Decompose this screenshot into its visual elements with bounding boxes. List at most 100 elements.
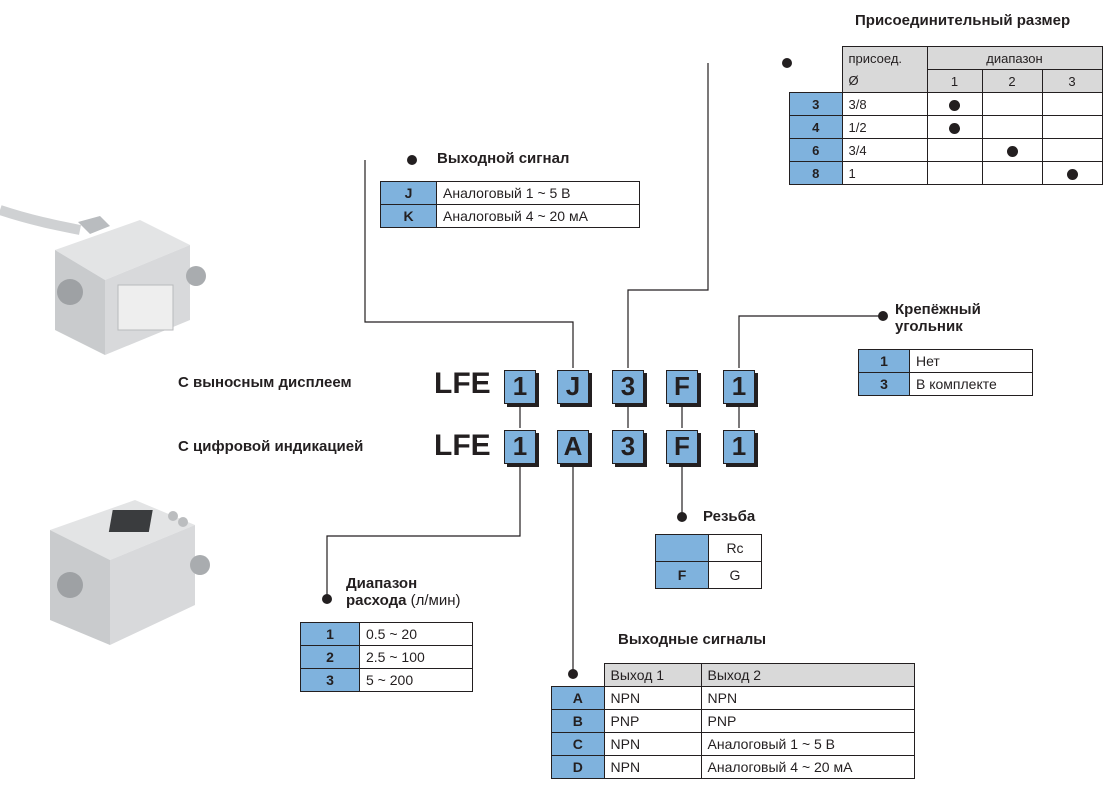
mark-cell xyxy=(1041,138,1103,162)
table-row: B PNP PNP xyxy=(551,709,915,733)
mark-cell xyxy=(981,92,1043,116)
mark-cell xyxy=(981,138,1043,162)
option-code xyxy=(655,534,709,562)
option-code: J xyxy=(380,181,437,205)
option-code: 8 xyxy=(789,161,843,185)
table-row: 4 1/2 xyxy=(789,115,1103,139)
mark-cell xyxy=(1041,115,1103,139)
mark-dot xyxy=(949,122,960,134)
digital-code-output: A xyxy=(557,430,589,464)
mark-cell xyxy=(1041,161,1103,185)
remote-code-range: 1 xyxy=(504,370,536,404)
option-code: 1 xyxy=(858,349,910,373)
option-code: 4 xyxy=(789,115,843,139)
output-signals-table: Выход 1 Выход 2 A NPN NPN B PNP PNP C NP… xyxy=(551,663,915,779)
table-row: Rc xyxy=(655,534,762,562)
digital-model-prefix: LFE xyxy=(434,429,491,462)
connection-size-bullet xyxy=(782,58,792,68)
connection-size-title: Присоединительный размер xyxy=(855,12,1071,29)
mark-cell xyxy=(981,115,1043,139)
remote-code-output: J xyxy=(557,370,589,404)
output-2-cell: Аналоговый 1 ~ 5 В xyxy=(700,732,915,756)
thread-bullet xyxy=(677,512,687,522)
header-range: диапазон xyxy=(926,46,1103,70)
option-text: 0.5 ~ 20 xyxy=(359,622,473,646)
output-2-cell: NPN xyxy=(700,686,915,710)
digital-code-size: 3 xyxy=(612,430,644,464)
table-row: J Аналоговый 1 ~ 5 В xyxy=(380,181,640,205)
table-row: 2 2.5 ~ 100 xyxy=(300,645,473,669)
table-row: 1 Нет xyxy=(858,349,1033,373)
range-col: 2 xyxy=(981,69,1043,93)
output-1-cell: NPN xyxy=(603,686,702,710)
option-text: Нет xyxy=(909,349,1033,373)
option-code: C xyxy=(551,732,605,756)
remote-display-label: С выносным дисплеем xyxy=(178,374,352,391)
remote-code-size: 3 xyxy=(612,370,644,404)
option-code: F xyxy=(655,561,709,589)
output-1-cell: PNP xyxy=(603,709,702,733)
output-signal-table: J Аналоговый 1 ~ 5 В K Аналоговый 4 ~ 20… xyxy=(380,181,640,228)
flow-range-title: Диапазон расхода (л/мин) xyxy=(346,575,461,609)
option-text: G xyxy=(708,561,762,589)
table-row: C NPN Аналоговый 1 ~ 5 В xyxy=(551,732,915,756)
option-text: В комплекте xyxy=(909,372,1033,396)
thread-table: Rc F G xyxy=(655,534,762,589)
mark-dot xyxy=(1006,145,1018,157)
output-1-cell: NPN xyxy=(603,732,702,756)
table-row: 3 3/8 xyxy=(789,92,1103,116)
option-code: 3 xyxy=(789,92,843,116)
option-code: B xyxy=(551,709,605,733)
digital-display-label: С цифровой индикацией xyxy=(178,438,364,455)
option-code: 3 xyxy=(858,372,910,396)
mark-cell xyxy=(926,115,983,139)
option-text: 5 ~ 200 xyxy=(359,668,473,692)
remote-code-bracket: 1 xyxy=(723,370,755,404)
option-code: 3 xyxy=(300,668,360,692)
flow-range-bullet xyxy=(322,594,332,604)
output-signal-title: Выходной сигнал xyxy=(437,150,570,167)
option-text: Аналоговый 4 ~ 20 мА xyxy=(436,204,640,228)
mark-cell xyxy=(926,138,983,162)
table-row: K Аналоговый 4 ~ 20 мА xyxy=(380,204,640,228)
mark-cell xyxy=(926,92,983,116)
table-row: D NPN Аналоговый 4 ~ 20 мА xyxy=(551,755,915,779)
output-2-cell: Аналоговый 4 ~ 20 мА xyxy=(700,755,915,779)
table-row: A NPN NPN xyxy=(551,686,915,710)
table-row: 3 5 ~ 200 xyxy=(300,668,473,692)
mark-cell xyxy=(981,161,1043,185)
digital-code-thread: F xyxy=(666,430,698,464)
flow-range-table: 1 0.5 ~ 20 2 2.5 ~ 100 3 5 ~ 200 xyxy=(300,622,473,692)
option-text: Rc xyxy=(708,534,762,562)
digital-code-range: 1 xyxy=(504,430,536,464)
digital-code-bracket: 1 xyxy=(723,430,755,464)
mark-cell xyxy=(1041,92,1103,116)
option-code: 1 xyxy=(300,622,360,646)
table-row: 1 0.5 ~ 20 xyxy=(300,622,473,646)
remote-code-thread: F xyxy=(666,370,698,404)
size-cell: 3/4 xyxy=(841,138,928,162)
header-connection: присоед. xyxy=(841,46,928,70)
header-output-2: Выход 2 xyxy=(700,663,915,687)
mark-dot xyxy=(1066,168,1078,180)
bracket-title: Крепёжный угольник xyxy=(895,301,981,335)
size-cell: 3/8 xyxy=(841,92,928,116)
bracket-table: 1 Нет 3 В комплекте xyxy=(858,349,1033,396)
header-output-1: Выход 1 xyxy=(603,663,702,687)
option-code: A xyxy=(551,686,605,710)
range-col: 3 xyxy=(1041,69,1103,93)
output-2-cell: PNP xyxy=(700,709,915,733)
size-cell: 1 xyxy=(841,161,928,185)
table-row: 3 В комплекте xyxy=(858,372,1033,396)
range-col: 1 xyxy=(926,69,983,93)
option-code: 2 xyxy=(300,645,360,669)
size-cell: 1/2 xyxy=(841,115,928,139)
remote-display-sensor-image xyxy=(0,205,206,355)
option-code: 6 xyxy=(789,138,843,162)
header-diameter: Ø xyxy=(841,69,928,93)
output-signal-bullet xyxy=(407,155,417,165)
table-row: F G xyxy=(655,561,762,589)
option-code: D xyxy=(551,755,605,779)
table-row: 8 1 xyxy=(789,161,1103,185)
